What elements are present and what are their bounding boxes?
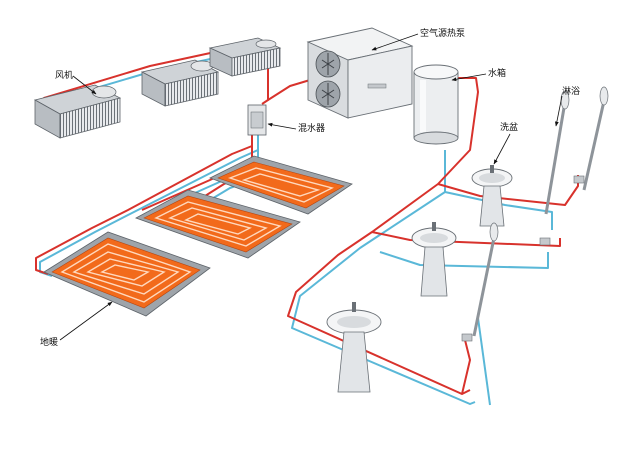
shower-1 — [573, 86, 609, 191]
callout-shower: 淋浴 — [554, 85, 580, 127]
label-water-tank: 水箱 — [488, 67, 506, 79]
label-shower: 淋浴 — [562, 85, 580, 97]
washbasin-1 — [471, 165, 513, 227]
label-heat-pump: 空气源热泵 — [420, 27, 465, 39]
callout-washbasin: 洗盆 — [493, 121, 518, 165]
shower-3 — [461, 222, 499, 342]
floor-heating-panel-2 — [135, 189, 301, 259]
water-tank — [413, 64, 459, 145]
callout-heat-pump: 空气源热泵 — [371, 27, 465, 51]
washbasin-3 — [326, 302, 382, 393]
mixer-valve — [247, 104, 267, 136]
callout-mixer: 混水器 — [267, 122, 325, 134]
fan-coil-unit-2 — [140, 59, 220, 107]
label-floor-heating: 地暖 — [40, 336, 58, 348]
shower-2 — [539, 90, 570, 246]
callout-fan-coil: 风机 — [55, 69, 97, 95]
callout-floor-heating: 地暖 — [40, 301, 113, 348]
fan-coil-unit-1 — [33, 84, 122, 139]
callout-water-tank: 水箱 — [451, 67, 506, 82]
label-washbasin: 洗盆 — [500, 121, 518, 133]
air-source-heat-pump — [306, 27, 414, 119]
label-mixer: 混水器 — [298, 122, 325, 134]
label-fan-coil: 风机 — [55, 69, 73, 81]
floor-heating-panel-3 — [208, 155, 353, 215]
washbasin-2 — [411, 222, 457, 297]
fan-coil-unit-3 — [208, 37, 282, 77]
floor-heating-panel-1 — [43, 231, 211, 317]
